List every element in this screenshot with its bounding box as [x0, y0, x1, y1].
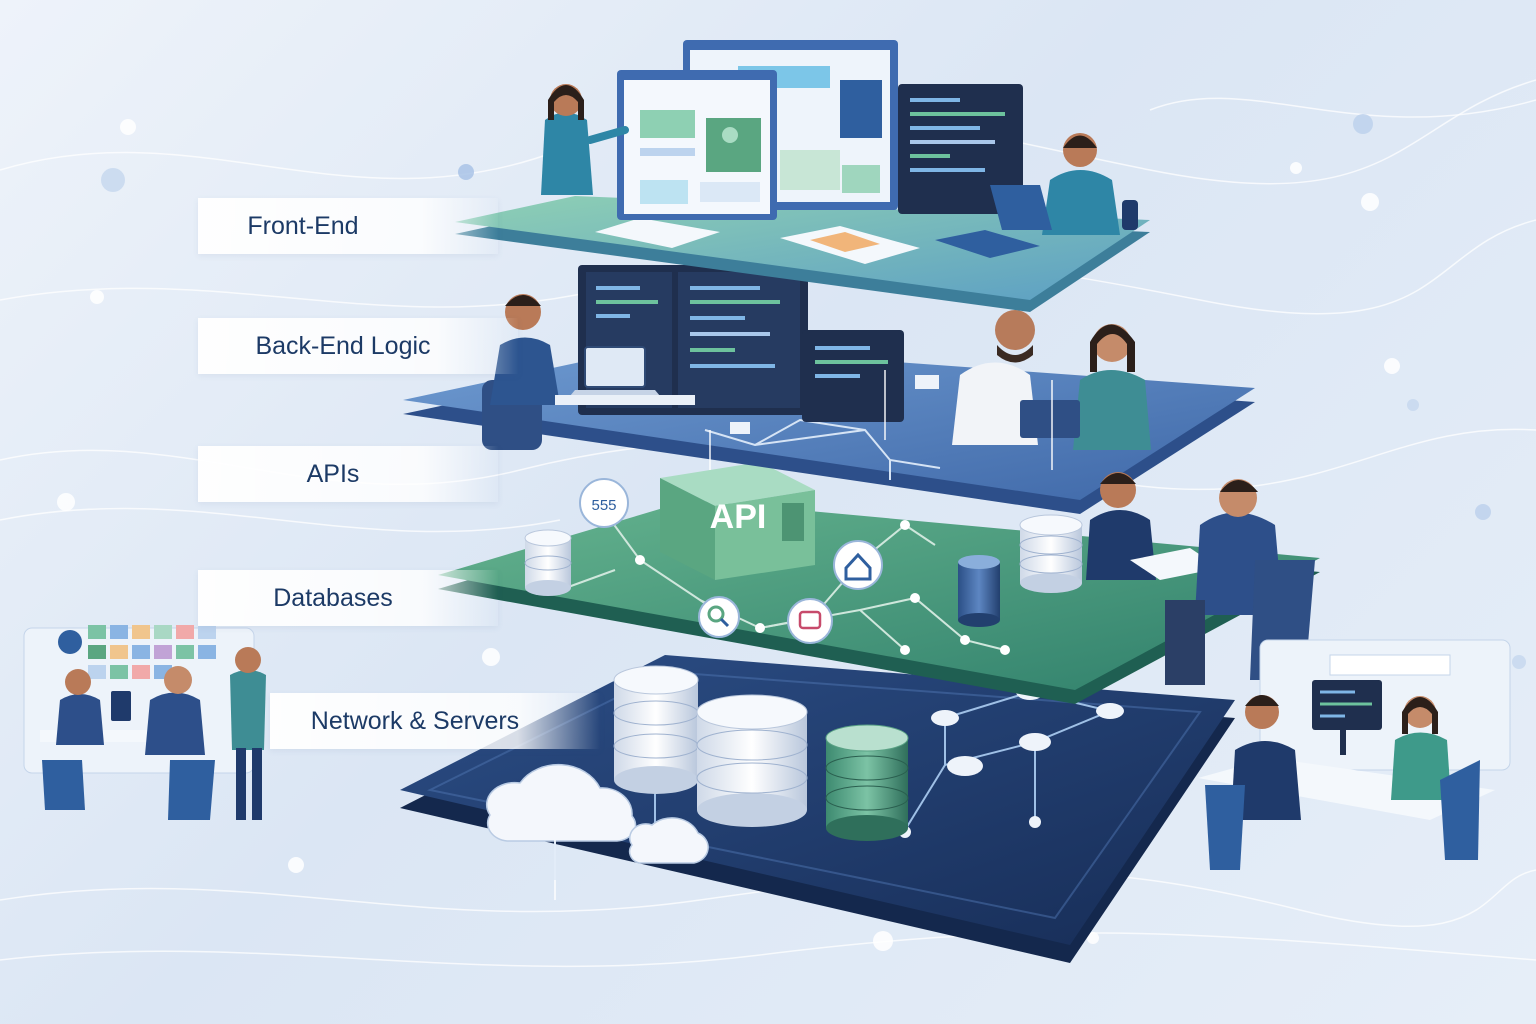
- api-badge-label: 555: [591, 497, 616, 514]
- cloud-icon: [628, 817, 709, 864]
- search-icon: [698, 596, 740, 638]
- database-icon: [825, 724, 909, 841]
- layer-label-apis: APIs: [198, 446, 498, 502]
- layer-label-text: Back-End Logic: [255, 332, 431, 360]
- layer-label-text: Front-End: [247, 212, 359, 240]
- database-icon: [696, 694, 808, 827]
- api-box-label: API: [710, 498, 767, 536]
- cloud-icon: [485, 763, 637, 842]
- network-platform: [400, 655, 1235, 963]
- team-pair: [952, 310, 1151, 450]
- layer-label-text: Databases: [273, 584, 393, 612]
- database-icon: [1019, 514, 1083, 593]
- layer-label-text: APIs: [306, 460, 360, 488]
- monitor-icon: [617, 70, 777, 220]
- badge-icon: 555: [579, 478, 629, 528]
- monitor-icon: [802, 330, 904, 422]
- team-left: [23, 625, 266, 820]
- database-icon: [524, 529, 572, 596]
- team-pair: [1086, 472, 1315, 685]
- database-icon: [958, 555, 1000, 627]
- puzzle-icon: [787, 598, 833, 644]
- monitor-icon: [898, 84, 1023, 214]
- developer-person: [990, 133, 1138, 235]
- layer-label-databases: Databases: [198, 570, 498, 626]
- database-icon: [613, 665, 699, 794]
- layer-label-frontend: Front-End: [198, 198, 498, 254]
- api-gateway-box: API: [660, 462, 815, 580]
- background-dots: [57, 114, 1526, 951]
- team-right: [1198, 639, 1511, 870]
- layer-label-network: Network & Servers: [270, 693, 600, 749]
- connector-lines: [554, 370, 1053, 900]
- designer-person: [541, 84, 629, 195]
- layer-label-backend: Back-End Logic: [198, 318, 518, 374]
- home-icon: [833, 540, 883, 590]
- layer-label-text: Network & Servers: [310, 707, 520, 735]
- frontend-platform: [455, 196, 1150, 312]
